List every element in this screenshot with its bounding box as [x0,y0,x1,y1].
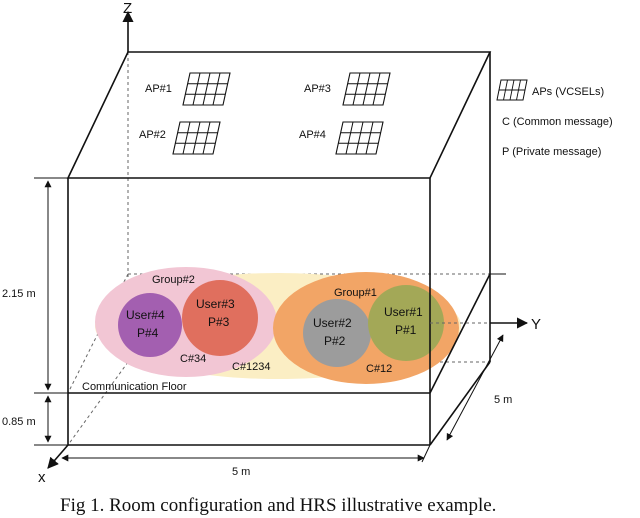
user4-private: P#4 [137,326,159,340]
user1-circle [368,285,444,361]
room-height-label: 2.15 m [2,288,36,300]
depth-label: 5 m [494,394,512,406]
c34-label: C#34 [180,353,206,365]
ap2-icon [172,121,221,155]
user2-circle [303,299,371,367]
ap4-icon [335,121,384,155]
x-axis-label: x [38,469,46,486]
z-axis-label: Z [123,0,132,17]
x-axis [47,444,69,469]
ap1-icon [182,72,231,106]
ap2-label: AP#2 [139,129,166,141]
y-axis-label: Y [531,316,541,333]
group1-label: Group#1 [334,287,377,299]
user3-circle [182,280,258,356]
width-tick-right [421,444,431,463]
floor-label: Communication Floor [82,381,187,393]
user1-name: User#1 [384,305,423,319]
ceiling-face [66,51,492,179]
group2-label: Group#2 [152,274,195,286]
ap3-label: AP#3 [304,83,331,95]
hidden-diagonal-edge [67,361,129,446]
user2-private: P#2 [324,334,346,348]
c1234-label: C#1234 [232,361,271,373]
floor-right-edge [429,273,491,394]
ap1-label: AP#1 [145,83,172,95]
ap4-label: AP#4 [299,129,326,141]
ap3-icon [342,72,391,106]
figure-caption: Fig 1. Room configuration and HRS illust… [60,495,496,516]
user4-circle [118,293,182,357]
depth-arrow [446,334,504,441]
legend-common: C (Common message) [502,116,613,128]
user1-private: P#1 [395,323,417,337]
user4-name: User#4 [126,308,165,322]
user3-private: P#3 [208,315,230,329]
legend-ap-icon [496,79,528,101]
user2-name: User#2 [313,316,352,330]
width-label: 5 m [232,466,250,478]
legend-private: P (Private message) [502,146,601,158]
user3-name: User#3 [196,297,235,311]
legend-ap: APs (VCSELs) [532,86,604,98]
c12-label: C#12 [366,363,392,375]
floor-height-label: 0.85 m [2,416,36,428]
